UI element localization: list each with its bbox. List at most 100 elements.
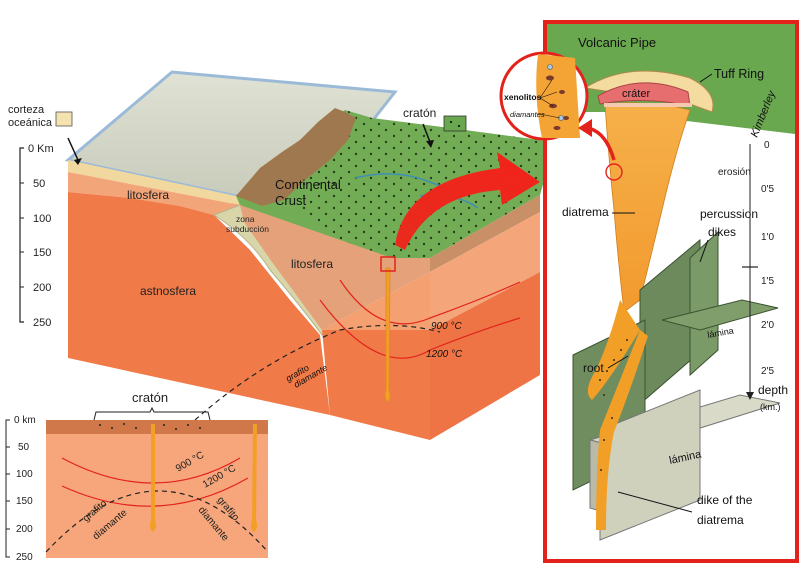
inset-craton-brace	[93, 406, 211, 421]
diatreme-cone	[604, 102, 691, 313]
crater-bottom	[604, 103, 692, 107]
pipe-depth-label: depth	[758, 383, 788, 397]
depth-label-150: 150	[33, 247, 51, 259]
oceanic-crust-label-1: corteza	[8, 104, 45, 116]
block-kimberlite-dike	[384, 267, 391, 403]
block-depth-scale: 0 Km 50 100 150 200 250	[19, 143, 54, 329]
side-face-asthenosphere	[430, 272, 540, 440]
percussion-label-1: percussion	[700, 207, 758, 221]
isotherm-900-label: 900 °C	[431, 321, 462, 332]
root-dots	[599, 339, 628, 471]
pipe-source-circle	[605, 163, 623, 181]
pipe-title: Volcanic Pipe	[578, 35, 656, 50]
pipe-depth-scale: 0 erosión 0'5 1'0 1'5 2'0 2'5 depth (km.…	[718, 140, 788, 412]
asthenosphere-right-front	[322, 330, 430, 440]
continental-crust-label-1: Continental	[275, 177, 341, 192]
depth-label-100: 100	[33, 213, 51, 225]
oceanic-crust-pointer-head	[74, 158, 82, 165]
pipe-depth-15: 1'5	[761, 276, 774, 287]
depth-label-250: 250	[33, 317, 51, 329]
depth-label-0: 0 Km	[28, 143, 54, 155]
zoom-arrow	[395, 152, 540, 250]
inset-depth-200: 200	[16, 524, 33, 535]
inset-depth-250: 250	[16, 552, 33, 563]
xenolith-pointers	[539, 79, 561, 119]
lithosphere-right-label: litosfera	[291, 257, 333, 271]
subduction-label-1: zona	[236, 214, 255, 224]
magnify-arrow-head	[578, 119, 592, 137]
craton-label: cratón	[403, 106, 436, 120]
side-face-crust	[430, 195, 540, 272]
craton-swatch-dot-1	[450, 121, 452, 123]
inset-depth-100: 100	[16, 469, 33, 480]
root-pointer	[607, 355, 629, 369]
oceanic-crust-label-2: oceánica	[8, 117, 53, 129]
craton-swatch	[443, 115, 467, 132]
block-diagram: corteza oceánica cratón Continental Crus…	[8, 70, 555, 440]
inset-isotherm-1200	[61, 477, 249, 507]
pipe-depth-20: 2'0	[761, 320, 774, 331]
dike-label-2: diatrema	[697, 513, 744, 527]
pipe-depth-arrowhead	[746, 392, 754, 400]
block-focus-box	[380, 256, 396, 272]
pipe-depth-unit: (km.)	[760, 402, 781, 412]
side-face-lithosphere	[430, 212, 540, 330]
pipe-depth-10: 1'0	[761, 232, 774, 243]
isotherm-900-line	[339, 279, 521, 325]
oceanic-crust-front	[68, 160, 240, 205]
craton-dots-area	[300, 110, 555, 258]
continental-crust-label-2: Crust	[275, 193, 306, 208]
graphite-diamond-line	[194, 324, 441, 421]
inset-craton-dots	[99, 423, 201, 430]
inset-graphite-diamond-line	[45, 490, 269, 553]
root-label: root	[583, 361, 604, 375]
isotherm-1200-label: 1200 °C	[426, 349, 463, 360]
feeder-dike	[596, 330, 648, 530]
inset-depth-150: 150	[16, 496, 33, 507]
craton-pointer-head	[426, 140, 434, 148]
percussion-label-2: dikes	[708, 225, 736, 239]
percussion-dike-right	[689, 230, 719, 377]
diamonds-label: diamantes	[510, 110, 545, 119]
mountain-ridge	[236, 108, 356, 206]
inset-craton-label: cratón	[132, 390, 168, 405]
diatreme-label: diatrema	[562, 205, 609, 219]
inset-kimberlite-1	[149, 424, 157, 532]
dike-label-1: dike of the	[697, 493, 753, 507]
inset-depth-0: 0 km	[14, 415, 36, 426]
tuff-ring-pointer	[699, 73, 713, 83]
lithosphere-left	[68, 172, 240, 215]
inset-upper-lithosphere	[46, 420, 268, 434]
xenoliths-label: xenolitos	[504, 92, 542, 102]
inset-depth-ticks	[6, 446, 10, 530]
oceanic-crust-swatch	[55, 111, 73, 127]
xenolith-fragments	[546, 75, 569, 130]
lamina-upper	[661, 299, 779, 331]
diamond-gem-1	[547, 64, 553, 70]
pipe-depth-0: 0	[764, 140, 770, 151]
inset-section: cratón 900 °C 1200 °C grafito diamante g…	[5, 390, 269, 563]
subduction-label-2: subducción	[226, 224, 269, 234]
lithosphere-left-label: litosfera	[127, 188, 169, 202]
asthenosphere-front	[68, 192, 330, 415]
craton-swatch-dot-2	[458, 125, 460, 127]
isotherm-1200-line	[319, 299, 521, 359]
depth-scale-ticks	[20, 182, 24, 288]
dike-pointer	[617, 491, 693, 513]
lithosphere-right	[322, 272, 430, 345]
depth-label-200: 200	[33, 282, 51, 294]
pipe-panel: xenolitos diamantes Volcanic Pipe Tuff R…	[499, 20, 799, 563]
root-magma	[587, 300, 640, 400]
inset-depth-50: 50	[18, 442, 30, 453]
xenolith-magnifier-pipe	[536, 54, 580, 138]
inset-mantle	[46, 434, 268, 558]
pipe-depth-25: 2'5	[761, 366, 774, 377]
asthenosphere-label: astnosfera	[140, 284, 196, 298]
depth-label-50: 50	[33, 178, 45, 190]
lamina-upper-label: lámina	[707, 326, 735, 340]
inset-depth-scale: 0 km 50 100 150 200 250	[5, 415, 36, 563]
craton-pointer	[422, 123, 431, 143]
percussion-pointer	[699, 239, 709, 263]
